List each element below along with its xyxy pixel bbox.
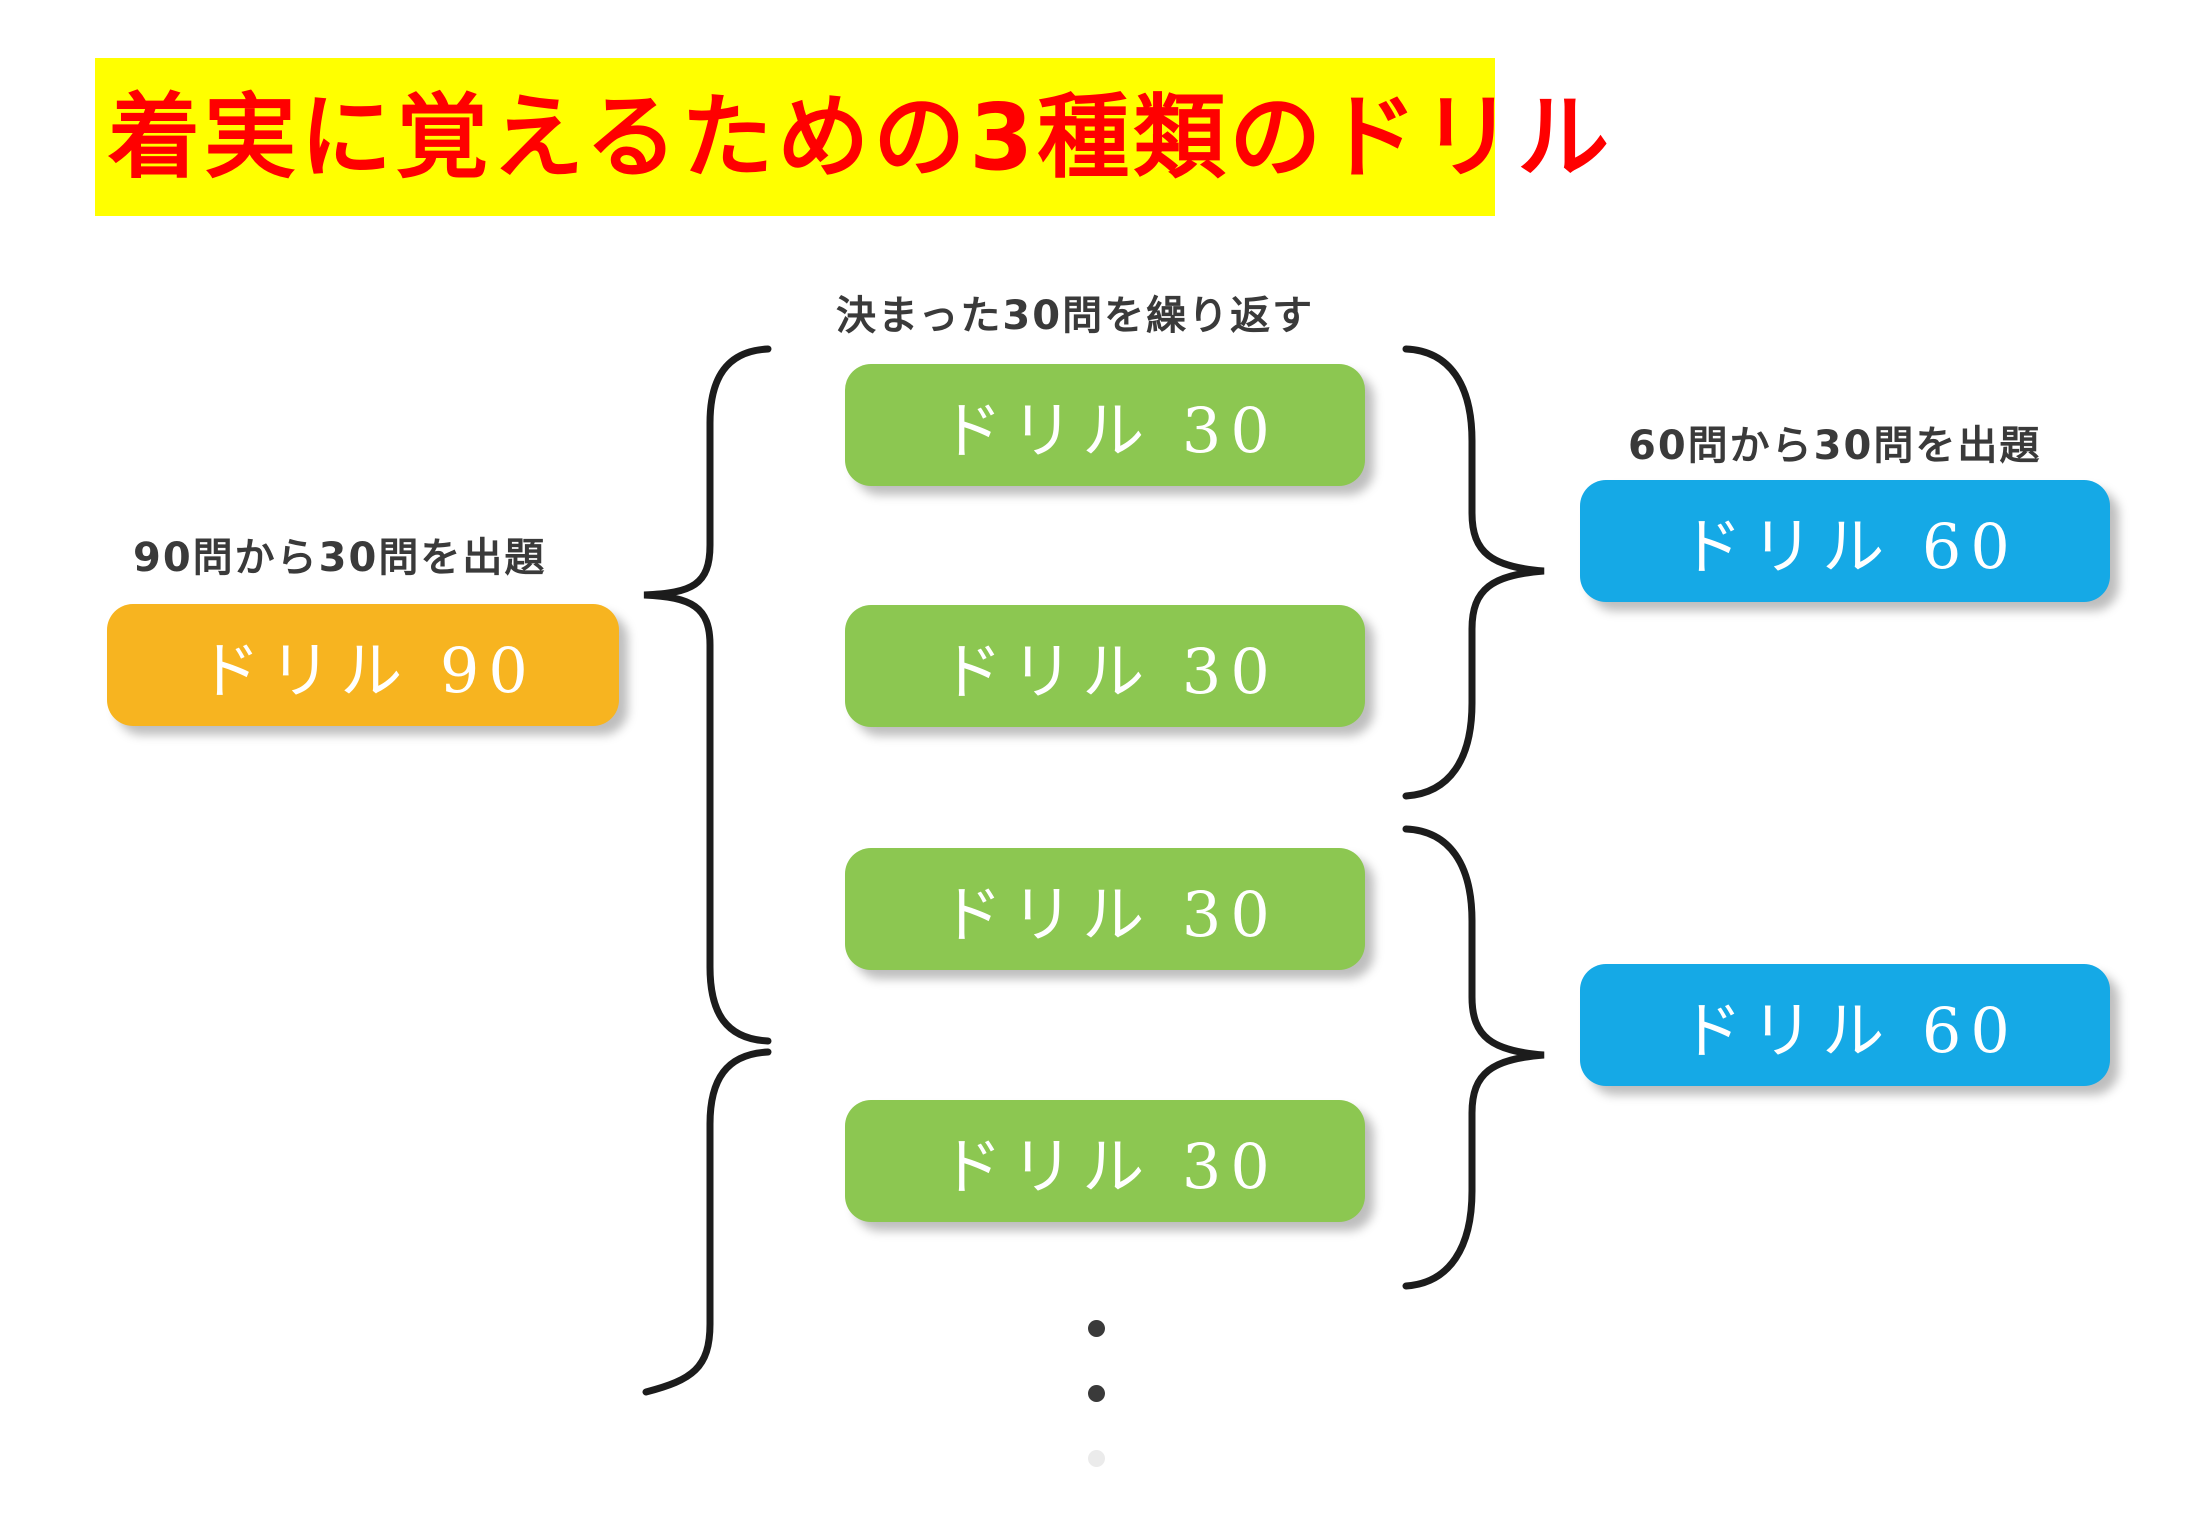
pill-drill-90[interactable]: ドリル 90 [107, 604, 619, 726]
page-title: 着実に覚えるための3種類のドリル [108, 84, 1614, 191]
brace-right-lower-icon [1402, 825, 1545, 1290]
pill-drill-30-3[interactable]: ドリル 30 [845, 848, 1365, 970]
caption-left-column: 90問から30問を出題 [133, 535, 547, 581]
brace-left-upper-icon [643, 345, 772, 1045]
ellipsis-dot-1 [1088, 1320, 1105, 1337]
pill-drill-30-2[interactable]: ドリル 30 [845, 605, 1365, 727]
pill-drill-60-2[interactable]: ドリル 60 [1580, 964, 2110, 1086]
pill-drill-30-4[interactable]: ドリル 30 [845, 1100, 1365, 1222]
ellipsis-dot-3 [1088, 1450, 1105, 1467]
pill-drill-30-1[interactable]: ドリル 30 [845, 364, 1365, 486]
caption-right-column: 60問から30問を出題 [1628, 423, 2042, 469]
title-highlight-band [95, 58, 1495, 216]
pill-drill-60-1[interactable]: ドリル 60 [1580, 480, 2110, 602]
ellipsis-dot-2 [1088, 1385, 1105, 1402]
brace-right-upper-icon [1402, 345, 1545, 800]
caption-middle-column: 決まった30問を繰り返す [836, 293, 1315, 339]
brace-left-lower-icon [642, 1048, 772, 1396]
